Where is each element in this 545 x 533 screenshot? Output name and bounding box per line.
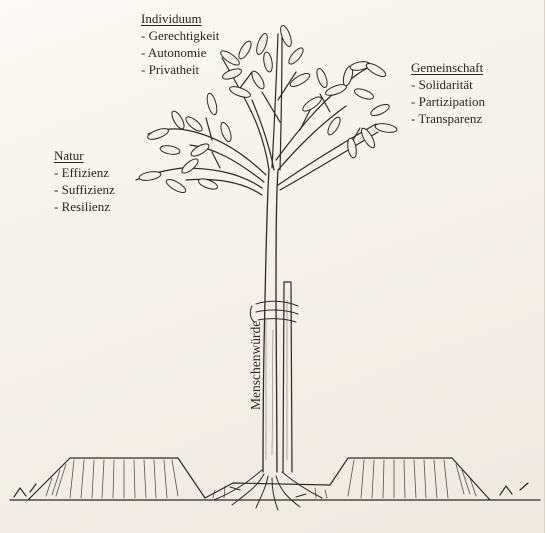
gemeinschaft-item-partizipation: Partizipation bbox=[411, 93, 485, 110]
natur-list: Effizienz Suffizienz Resilienz bbox=[54, 164, 115, 215]
gemeinschaft-heading: Gemeinschaft bbox=[411, 59, 485, 76]
label-group-individuum: Individuum Gerechtigkeit Autonomie Priva… bbox=[141, 10, 219, 78]
individuum-list: Gerechtigkeit Autonomie Privatheit bbox=[141, 27, 219, 78]
tree-trunk bbox=[263, 170, 278, 472]
gemeinschaft-list: Solidarität Partizipation Transparenz bbox=[411, 76, 485, 127]
gemeinschaft-item-transparenz: Transparenz bbox=[411, 110, 485, 127]
individuum-heading: Individuum bbox=[141, 10, 219, 27]
individuum-item-gerechtigkeit: Gerechtigkeit bbox=[141, 27, 219, 44]
label-group-gemeinschaft: Gemeinschaft Solidarität Partizipation T… bbox=[411, 59, 485, 127]
individuum-item-autonomie: Autonomie bbox=[141, 44, 219, 61]
natur-item-resilienz: Resilienz bbox=[54, 198, 115, 215]
tree-roots bbox=[214, 470, 322, 510]
natur-item-effizienz: Effizienz bbox=[54, 164, 115, 181]
natur-heading: Natur bbox=[54, 147, 115, 164]
natur-item-suffizienz: Suffizienz bbox=[54, 181, 115, 198]
individuum-item-privatheit: Privatheit bbox=[141, 61, 219, 78]
label-group-natur: Natur Effizienz Suffizienz Resilienz bbox=[54, 147, 115, 215]
trunk-label-menschenwuerde: Menschenwürde bbox=[248, 321, 264, 410]
gemeinschaft-item-solidaritaet: Solidarität bbox=[411, 76, 485, 93]
ground-mounds bbox=[10, 458, 540, 500]
